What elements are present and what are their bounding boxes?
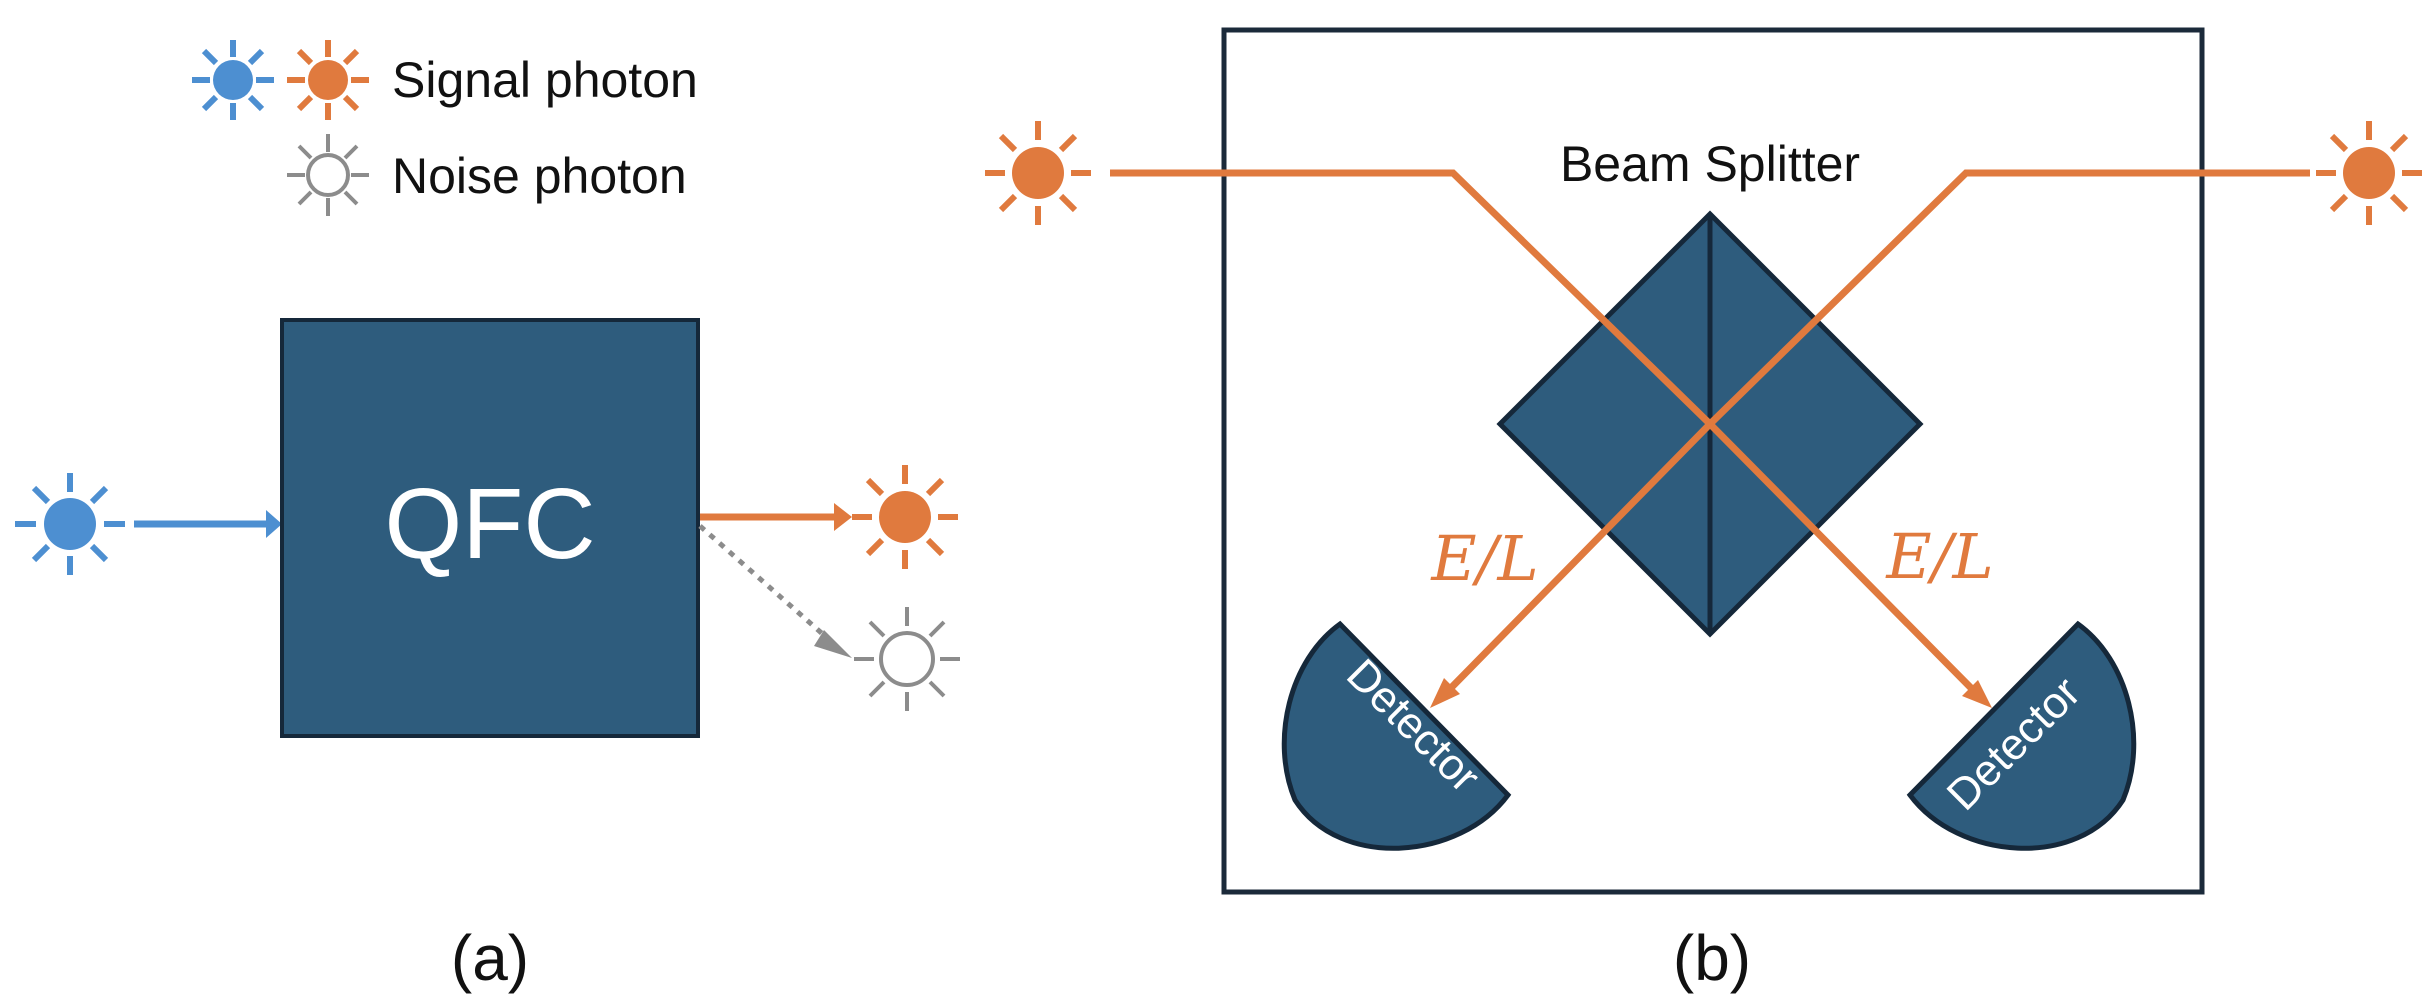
right-path-label: E/L <box>1885 520 1993 593</box>
right-photon-path <box>1443 169 2310 696</box>
noise-output-arrow-line <box>698 524 836 646</box>
qfc-box <box>280 318 700 738</box>
panel-b: Beam Splitter <box>985 27 2422 994</box>
input-photon-blue-icon <box>15 473 125 575</box>
legend-noise-label: Noise photon <box>392 148 687 204</box>
left-detector: Detector <box>1281 620 1512 851</box>
left-path-label: E/L <box>1430 522 1538 595</box>
panel-a-caption: (a) <box>451 922 529 994</box>
right-source-photon-icon <box>2316 121 2422 225</box>
left-source-photon-icon <box>985 121 1091 225</box>
panel-b-frame <box>1221 27 2205 895</box>
input-arrow-head-icon <box>266 510 282 538</box>
right-detector: Detector <box>1906 620 2137 851</box>
left-photon-path <box>1110 169 1979 696</box>
output-signal-photon-icon <box>852 465 958 569</box>
legend-signal-label: Signal photon <box>392 52 698 108</box>
left-detector-arrow-head-icon <box>1430 678 1460 708</box>
qfc-label: QFC <box>384 468 595 580</box>
output-noise-photon-icon <box>854 607 960 711</box>
noise-output-arrow-head-icon <box>814 630 852 658</box>
legend: Signal photon Noise photon <box>192 40 698 216</box>
panel-a: QFC (a) <box>15 318 960 994</box>
beam-splitter-label: Beam Splitter <box>1560 136 1860 192</box>
right-detector-arrow-head-icon <box>1962 680 1992 708</box>
noise-photon-icon <box>287 134 369 216</box>
signal-photon-orange-icon <box>287 40 369 120</box>
panel-b-caption: (b) <box>1673 922 1751 994</box>
signal-output-arrow-head-icon <box>834 503 852 531</box>
signal-photon-blue-icon <box>192 40 274 120</box>
